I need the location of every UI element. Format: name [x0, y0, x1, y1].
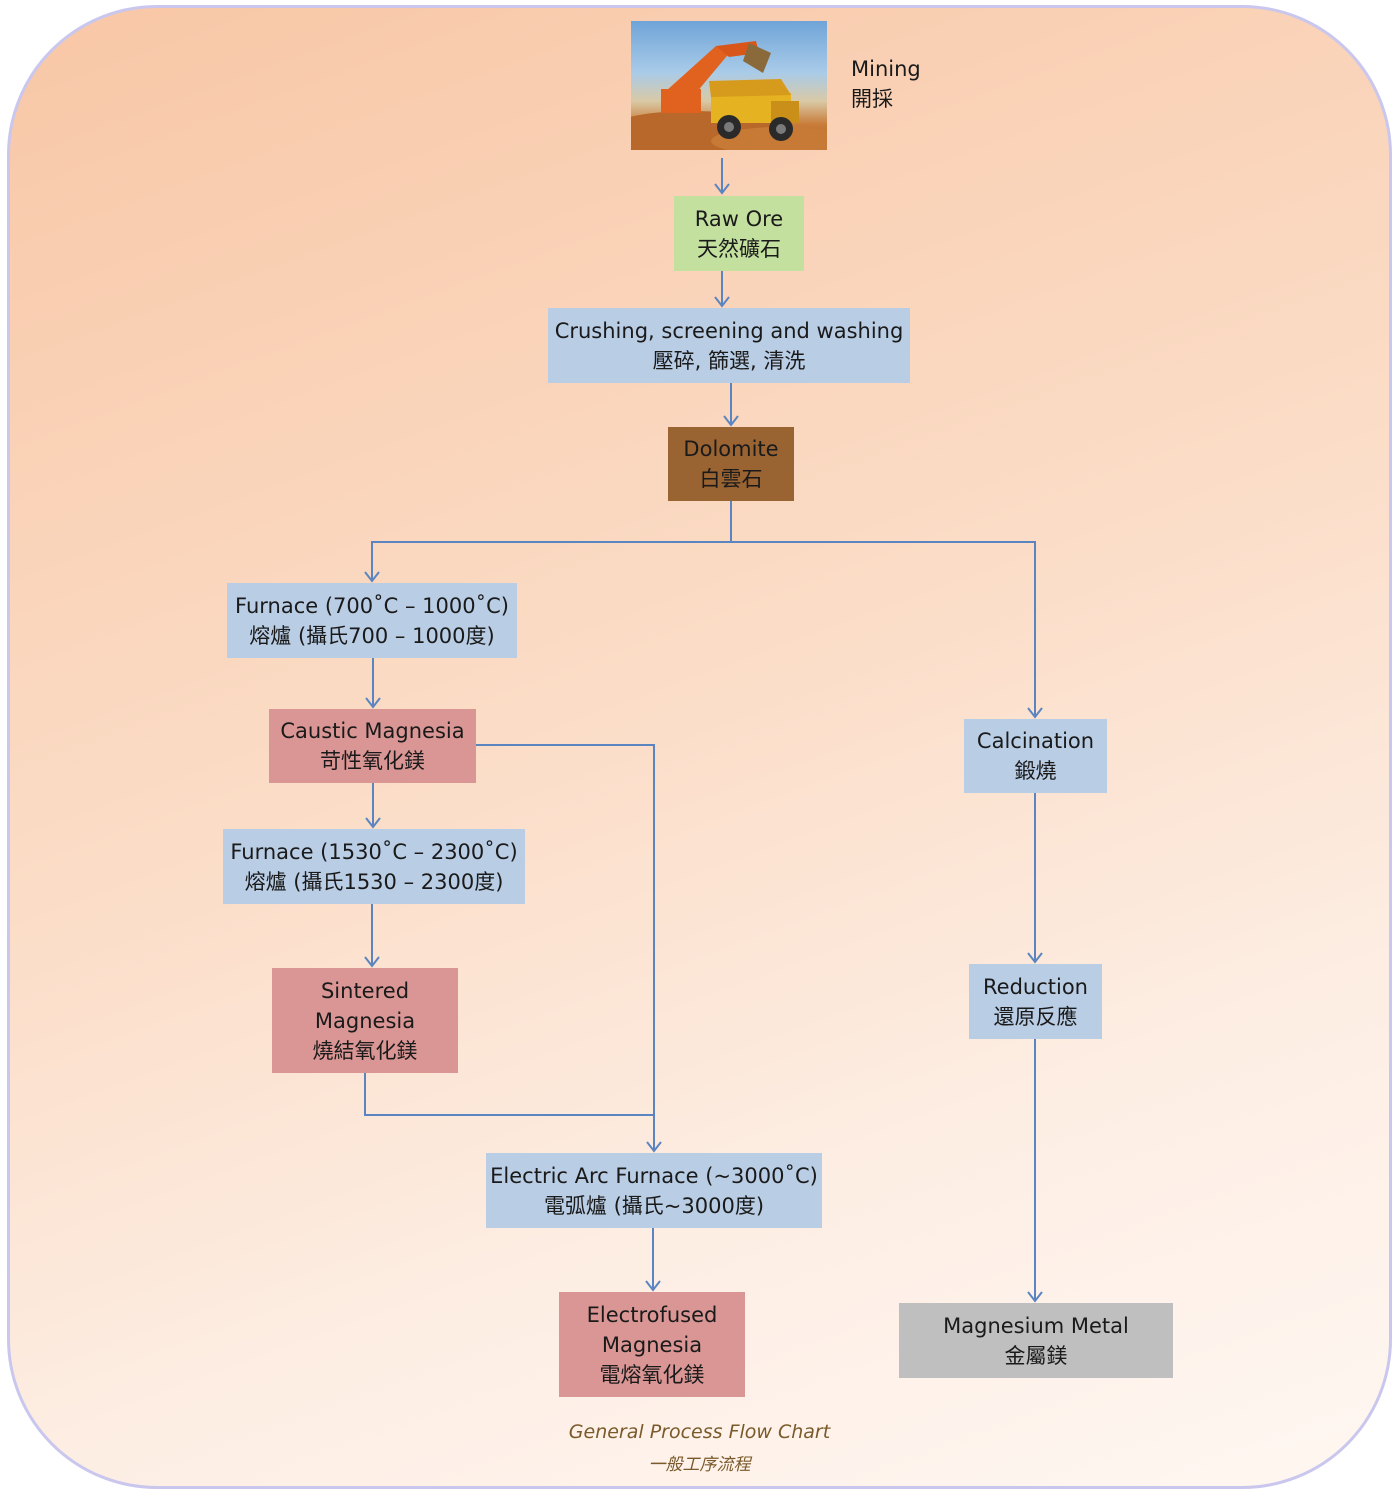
metal-en: Magnesium Metal	[943, 1313, 1129, 1338]
crushing-zh: 壓碎, 篩選, 清洗	[652, 348, 806, 373]
furnace-700-1000-box: Furnace (700˚C – 1000˚C) 熔爐 (攝氏700 – 100…	[227, 583, 517, 658]
caption-zh: 一般工序流程	[648, 1455, 751, 1475]
furnace-1530-2300-box: Furnace (1530˚C – 2300˚C) 熔爐 (攝氏1530 – 2…	[223, 829, 525, 904]
arc-furnace-zh: 電弧爐 (攝氏~3000度)	[543, 1193, 765, 1218]
furnace2-zh: 熔爐 (攝氏1530 – 2300度)	[244, 869, 504, 894]
reduction-zh: 還原反應	[993, 1004, 1078, 1029]
arrow-dolomite-calcination	[730, 501, 1036, 716]
mining-label-zh: 開採	[851, 87, 893, 111]
arrow-dolomite-furnace1	[371, 541, 731, 580]
sintered-en2: Magnesia	[314, 1008, 416, 1033]
line-sintered-arcfurnace	[364, 1073, 654, 1116]
electrofused-zh: 電熔氧化鎂	[599, 1362, 705, 1387]
caption-en: General Process Flow Chart	[568, 1421, 831, 1443]
mining-label-en: Mining	[851, 57, 921, 81]
furnace1-en: Furnace (700˚C – 1000˚C)	[235, 593, 509, 618]
crushing-en: Crushing, screening and washing	[554, 318, 904, 343]
raw-ore-zh: 天然礦石	[697, 236, 781, 261]
electrofused-en1: Electrofused	[586, 1302, 718, 1327]
electrofused-en2: Magnesia	[601, 1332, 703, 1357]
dolomite-box: Dolomite 白雲石	[668, 427, 794, 501]
sintered-zh: 燒結氧化鎂	[312, 1038, 418, 1063]
caustic-en: Caustic Magnesia	[280, 719, 465, 743]
crushing-box: Crushing, screening and washing 壓碎, 篩選, …	[548, 308, 910, 383]
calcination-box: Calcination 鍛燒	[964, 719, 1107, 793]
reduction-en: Reduction	[983, 974, 1088, 999]
magnesium-metal-box: Magnesium Metal 金屬鎂	[899, 1303, 1173, 1378]
raw-ore-en: Raw Ore	[694, 206, 784, 231]
electric-arc-furnace-box: Electric Arc Furnace (~3000˚C) 電弧爐 (攝氏~3…	[486, 1153, 822, 1228]
reduction-box: Reduction 還原反應	[969, 964, 1102, 1039]
furnace1-zh: 熔爐 (攝氏700 – 1000度)	[249, 623, 495, 648]
furnace2-en: Furnace (1530˚C – 2300˚C)	[230, 839, 518, 864]
raw-ore-box: Raw Ore 天然礦石	[674, 196, 804, 271]
excavator-truck-illustration	[631, 41, 827, 150]
dolomite-en: Dolomite	[683, 437, 779, 461]
caustic-magnesia-box: Caustic Magnesia 苛性氧化鎂	[269, 709, 476, 783]
sintered-magnesia-box: Sintered Magnesia 燒結氧化鎂	[272, 968, 458, 1073]
electrofused-magnesia-box: Electrofused Magnesia 電熔氧化鎂	[559, 1292, 745, 1397]
metal-zh: 金屬鎂	[1004, 1343, 1068, 1368]
mining-photo	[631, 21, 827, 150]
arc-furnace-en: Electric Arc Furnace (~3000˚C)	[490, 1163, 818, 1188]
mining-label: Mining 開採	[851, 54, 921, 114]
dolomite-zh: 白雲石	[699, 467, 763, 491]
calcination-zh: 鍛燒	[1014, 759, 1057, 783]
arrow-caustic-arcfurnace	[476, 744, 655, 1150]
caustic-zh: 苛性氧化鎂	[320, 749, 425, 773]
sintered-en1: Sintered	[320, 978, 410, 1003]
calcination-en: Calcination	[976, 729, 1095, 753]
